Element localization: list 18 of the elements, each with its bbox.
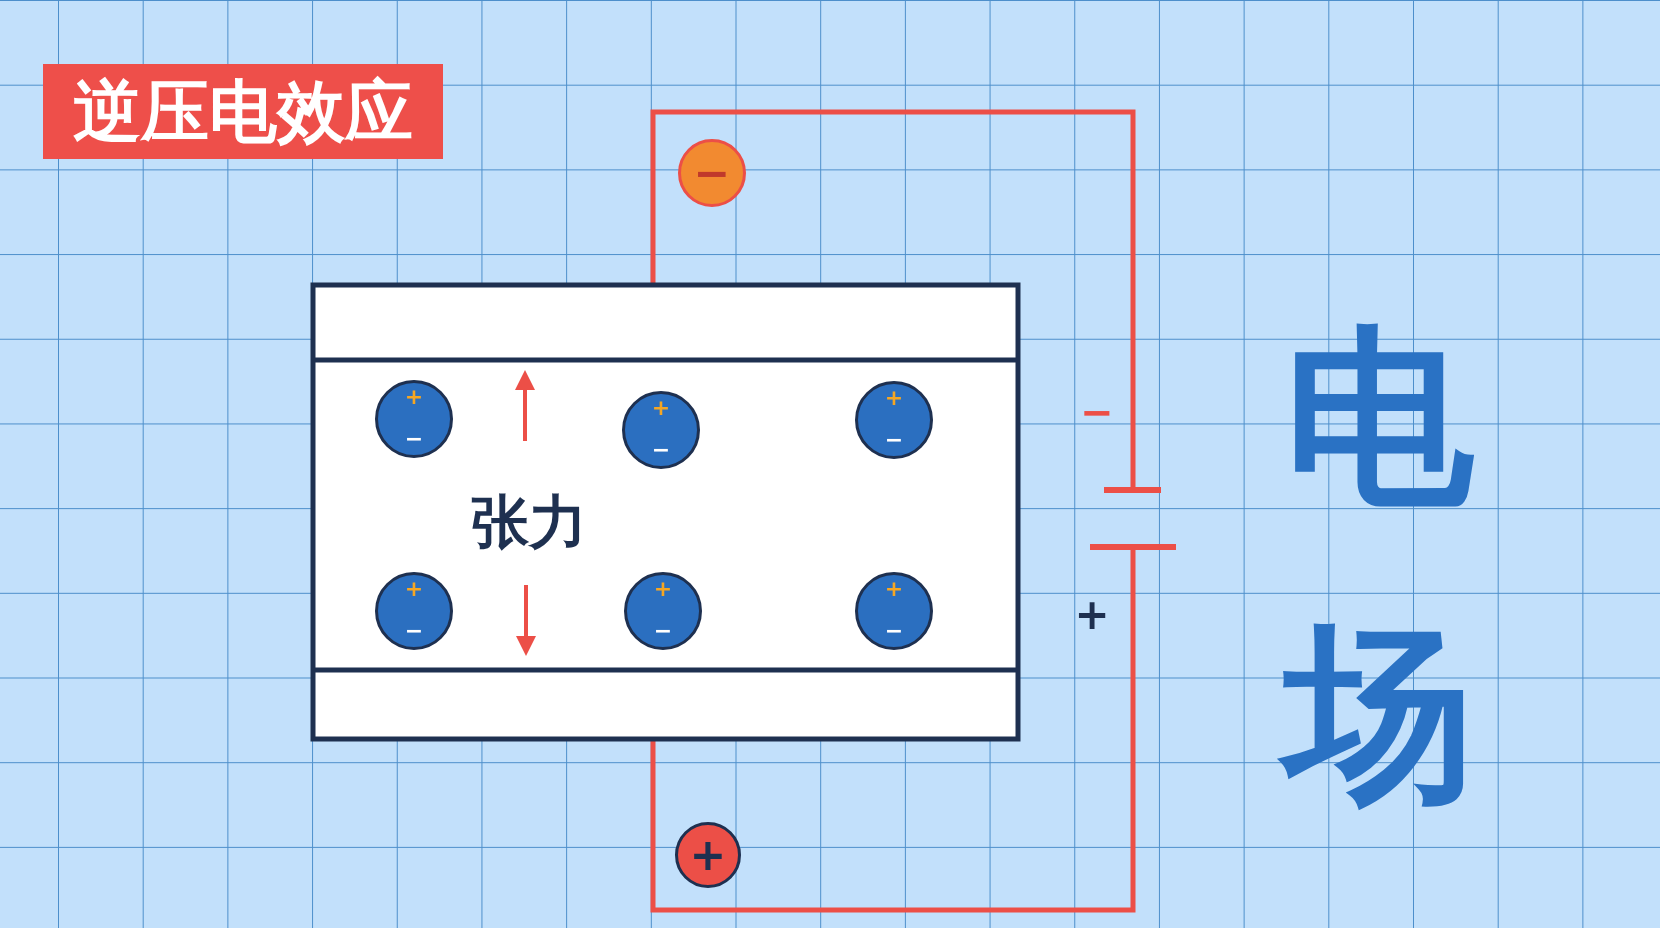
plus-sign: + xyxy=(651,397,671,419)
minus-sign: − xyxy=(653,620,673,642)
minus-sign: − xyxy=(693,151,731,195)
plus-sign: + xyxy=(884,387,904,409)
plus-sign: + xyxy=(404,578,424,600)
minus-sign: − xyxy=(404,428,424,450)
minus-sign: − xyxy=(884,429,904,451)
minus-sign: − xyxy=(404,620,424,642)
minus-sign: − xyxy=(651,439,671,461)
title-banner: 逆压电效应 xyxy=(43,64,443,159)
plus-sign: + xyxy=(404,386,424,408)
plus-sign: + xyxy=(689,833,727,877)
minus-sign: − xyxy=(884,620,904,642)
plus-sign: + xyxy=(1074,594,1110,636)
minus-sign: − xyxy=(1080,392,1114,432)
plus-sign: + xyxy=(884,578,904,600)
plus-sign: + xyxy=(653,578,673,600)
tension-label: 张力 xyxy=(471,493,587,551)
